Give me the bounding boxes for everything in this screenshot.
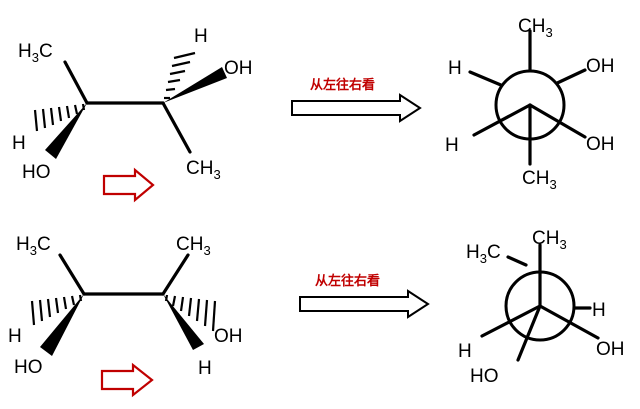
hashed-bond bbox=[164, 51, 196, 100]
atom-label-oh: OH bbox=[586, 56, 615, 77]
atom-label-h: H bbox=[8, 326, 22, 347]
bottom-sawhorse: H3C CH3 H HO OH H bbox=[8, 234, 243, 379]
bottom-newman-projection: H3C CH3 H H OH HO bbox=[458, 228, 625, 387]
wedge-bond bbox=[40, 294, 84, 356]
hashed-bond bbox=[33, 103, 86, 132]
front-bond bbox=[516, 304, 542, 362]
front-bond bbox=[480, 304, 542, 338]
atom-label-h: H bbox=[448, 58, 462, 79]
wedge-bond bbox=[163, 67, 227, 103]
top-newman-projection: CH3 H H OH OH CH3 bbox=[445, 16, 615, 192]
hollow-arrow bbox=[291, 93, 422, 123]
atom-label-h3c: H3C bbox=[16, 234, 51, 258]
caption-view-left-to-right: 从左往右看 bbox=[315, 273, 380, 289]
bond bbox=[63, 60, 89, 105]
top-sawhorse: H3C HO H H OH CH3 bbox=[12, 26, 253, 183]
atom-label-oh: OH bbox=[596, 339, 625, 360]
atom-label-ch3: CH3 bbox=[532, 228, 567, 252]
atom-label-h: H bbox=[198, 358, 212, 379]
atom-label-ho: HO bbox=[14, 357, 43, 378]
hollow-arrow bbox=[299, 289, 430, 319]
front-bond bbox=[528, 103, 587, 139]
bond bbox=[161, 253, 190, 296]
front-bond bbox=[538, 304, 600, 340]
atom-label-h: H bbox=[458, 341, 472, 362]
hashed-bond bbox=[164, 294, 217, 332]
wedge-bond bbox=[45, 103, 87, 159]
bond bbox=[161, 101, 192, 154]
atom-label-oh: OH bbox=[224, 58, 253, 79]
caption-view-left-to-right: 从左往右看 bbox=[310, 77, 375, 93]
atom-label-ho: HO bbox=[470, 366, 499, 387]
atom-label-oh: OH bbox=[214, 326, 243, 347]
atom-label-ch3: CH3 bbox=[522, 168, 557, 192]
viewing-direction-arrow bbox=[102, 167, 155, 203]
bond bbox=[58, 253, 86, 296]
front-bond bbox=[472, 103, 532, 137]
wedge-bond bbox=[163, 294, 204, 350]
atom-label-h: H bbox=[12, 133, 26, 154]
atom-label-h: H bbox=[592, 300, 606, 321]
back-bond bbox=[506, 255, 528, 267]
viewing-direction-arrow bbox=[100, 362, 154, 398]
atom-label-h3c: H3C bbox=[18, 41, 53, 65]
atom-label-oh: OH bbox=[586, 134, 615, 155]
atom-label-h: H bbox=[194, 26, 208, 47]
atom-label-ch3: CH3 bbox=[186, 158, 221, 182]
back-bond bbox=[551, 68, 587, 87]
atom-label-h3c: H3C bbox=[466, 242, 501, 266]
atom-label-ho: HO bbox=[22, 162, 51, 183]
hashed-bond bbox=[30, 294, 83, 326]
atom-label-h: H bbox=[445, 135, 459, 156]
atom-label-ch3: CH3 bbox=[518, 16, 553, 40]
atom-label-ch3: CH3 bbox=[176, 234, 211, 258]
